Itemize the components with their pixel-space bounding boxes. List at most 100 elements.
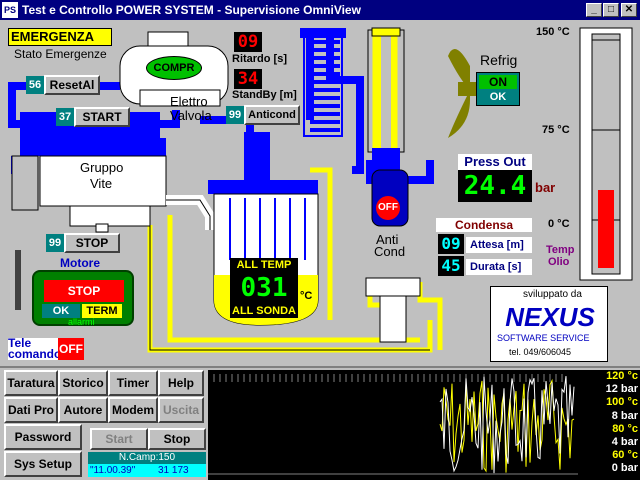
refrig-status: OK bbox=[489, 91, 507, 103]
ritardo-label: Ritardo [s] bbox=[232, 53, 287, 65]
motor-stop-button[interactable]: STOP bbox=[64, 233, 120, 253]
thermo-75-label: 75 °C bbox=[542, 124, 570, 136]
trend-trace bbox=[439, 378, 575, 473]
start-number: 37 bbox=[56, 108, 74, 126]
attesa-display: 09 bbox=[438, 234, 464, 254]
thermo-label-2: Olio bbox=[548, 256, 570, 268]
press-out-label: Press Out bbox=[458, 154, 532, 170]
thermometer-graphic bbox=[579, 27, 633, 281]
all-temp-label: ALL TEMP bbox=[230, 258, 298, 272]
telecomando-label-2: comando bbox=[8, 347, 62, 361]
motor-status-panel: STOP OK TERM allarmi bbox=[32, 270, 134, 327]
filter-graphic bbox=[365, 277, 421, 343]
maximize-icon[interactable]: □ bbox=[603, 3, 619, 17]
ritardo-display: 09 bbox=[234, 32, 262, 52]
press-out-display: 24.4 bbox=[458, 170, 532, 202]
motor-term: TERM bbox=[82, 304, 122, 318]
motor-alarm-label: allarmi bbox=[68, 317, 95, 327]
anticond-button[interactable]: Anticond bbox=[244, 105, 300, 125]
emergency-label: EMERGENZA bbox=[8, 28, 112, 46]
minimize-icon[interactable]: _ bbox=[586, 3, 602, 17]
trend-plot bbox=[208, 374, 578, 475]
telecomando-label-1: Tele bbox=[8, 336, 32, 350]
nexus-brand: NEXUS bbox=[505, 302, 595, 332]
start-button[interactable]: START bbox=[74, 107, 130, 127]
telecomando-toggle[interactable]: OFF bbox=[58, 338, 84, 360]
trend-scale-label: 4 bar bbox=[611, 436, 638, 448]
nexus-service: SOFTWARE SERVICE bbox=[497, 333, 590, 343]
fan-icon bbox=[448, 48, 476, 138]
sys-setup-button[interactable]: Sys Setup bbox=[4, 451, 82, 477]
app-icon[interactable]: PS bbox=[2, 2, 18, 18]
motore-label: Motore bbox=[60, 256, 100, 270]
acq-start-button[interactable]: Start bbox=[90, 428, 148, 450]
thermometer-level bbox=[598, 190, 614, 268]
nexus-tel: tel. 049/606045 bbox=[509, 347, 572, 357]
all-sonda-label: ALL SONDA bbox=[230, 304, 298, 318]
password-button[interactable]: Password bbox=[4, 424, 82, 450]
timer-button[interactable]: Timer bbox=[108, 370, 158, 396]
trend-scale-label: 80 °c bbox=[612, 422, 638, 435]
thermo-0-label: 0 °C bbox=[548, 218, 570, 230]
trend-scale-label: 100 °c bbox=[606, 396, 638, 409]
thermo-label-1: Temp bbox=[546, 244, 575, 256]
oil-temp-display: 031 bbox=[230, 272, 298, 304]
gruppo-label-2: Vite bbox=[90, 176, 113, 191]
help-button[interactable]: Help bbox=[158, 370, 204, 396]
telecomando-label: Tele comando bbox=[8, 336, 62, 361]
elettrovalvola-label-1: Elettro bbox=[170, 94, 208, 109]
trend-trace bbox=[439, 376, 575, 474]
motor-stop-number: 99 bbox=[46, 234, 64, 252]
condensa-label: Condensa bbox=[436, 218, 532, 232]
close-icon[interactable]: ✕ bbox=[621, 3, 637, 17]
durata-display: 45 bbox=[438, 256, 464, 276]
yellow-radiator bbox=[375, 32, 397, 150]
autore-button[interactable]: Autore bbox=[58, 397, 108, 423]
refrig-label: Refrig bbox=[480, 52, 518, 68]
oil-temp-unit: °C bbox=[300, 290, 313, 302]
trend-scale-label: 60 °c bbox=[612, 449, 638, 462]
reset-alarms-button[interactable]: ResetAl bbox=[44, 75, 100, 95]
blue-radiator bbox=[300, 28, 346, 137]
thermo-150-label: 150 °C bbox=[536, 26, 570, 38]
nexus-logo-box: sviluppato da NEXUS SOFTWARE SERVICE tel… bbox=[490, 286, 608, 362]
acq-status-bar: "11.00.39" 31 173 bbox=[88, 464, 206, 477]
refrig-state: ON bbox=[479, 75, 517, 89]
dati-pro-button[interactable]: Dati Pro bbox=[4, 397, 58, 423]
storico-button[interactable]: Storico bbox=[58, 370, 108, 396]
press-out-unit: bar bbox=[535, 180, 556, 195]
anticond-label-1: Anti bbox=[376, 232, 399, 247]
uscita-button[interactable]: Uscita bbox=[158, 397, 204, 423]
trend-scale-label: 12 bar bbox=[605, 383, 638, 396]
elettrovalvola-label-2: Valvola bbox=[170, 108, 212, 123]
anticond-off-indicator[interactable]: OFF bbox=[376, 196, 400, 220]
trend-scale-label: 8 bar bbox=[611, 409, 638, 422]
taratura-button[interactable]: Taratura bbox=[4, 370, 58, 396]
acq-ncamp: N.Camp:150 bbox=[88, 452, 206, 464]
acq-time: "11.00.39" bbox=[90, 465, 136, 476]
acq-counter: 31 173 bbox=[158, 465, 189, 476]
motor-status: STOP bbox=[44, 280, 124, 302]
compressor-indicator[interactable]: COMPR bbox=[146, 56, 202, 80]
acq-stop-button[interactable]: Stop bbox=[148, 428, 206, 450]
reset-number: 56 bbox=[26, 76, 44, 94]
motor-ok: OK bbox=[42, 304, 80, 318]
emergency-state-label: Stato Emergenze bbox=[14, 47, 107, 61]
nexus-developed-label: sviluppato da bbox=[523, 289, 582, 300]
gruppo-label-1: Gruppo bbox=[80, 160, 124, 175]
refrig-panel[interactable]: ON OK bbox=[476, 72, 520, 106]
gruppo-vite-graphic bbox=[11, 138, 215, 310]
anticond-number: 99 bbox=[226, 106, 244, 124]
modem-button[interactable]: Modem bbox=[108, 397, 158, 423]
title-bar[interactable]: PS Test e Controllo POWER SYSTEM - Super… bbox=[0, 0, 640, 20]
trend-scale-label: 120 °c bbox=[606, 370, 638, 382]
window-title: Test e Controllo POWER SYSTEM - Supervis… bbox=[22, 3, 361, 17]
durata-label: Durata [s] bbox=[466, 259, 532, 275]
synoptic-panel: EMERGENZA Stato Emergenze 56 ResetAl 37 … bbox=[0, 20, 640, 366]
standby-label: StandBy [m] bbox=[232, 89, 297, 101]
attesa-label: Attesa [m] bbox=[466, 237, 532, 253]
standby-display: 34 bbox=[234, 69, 262, 89]
anticond-label-2: Cond bbox=[374, 244, 406, 259]
